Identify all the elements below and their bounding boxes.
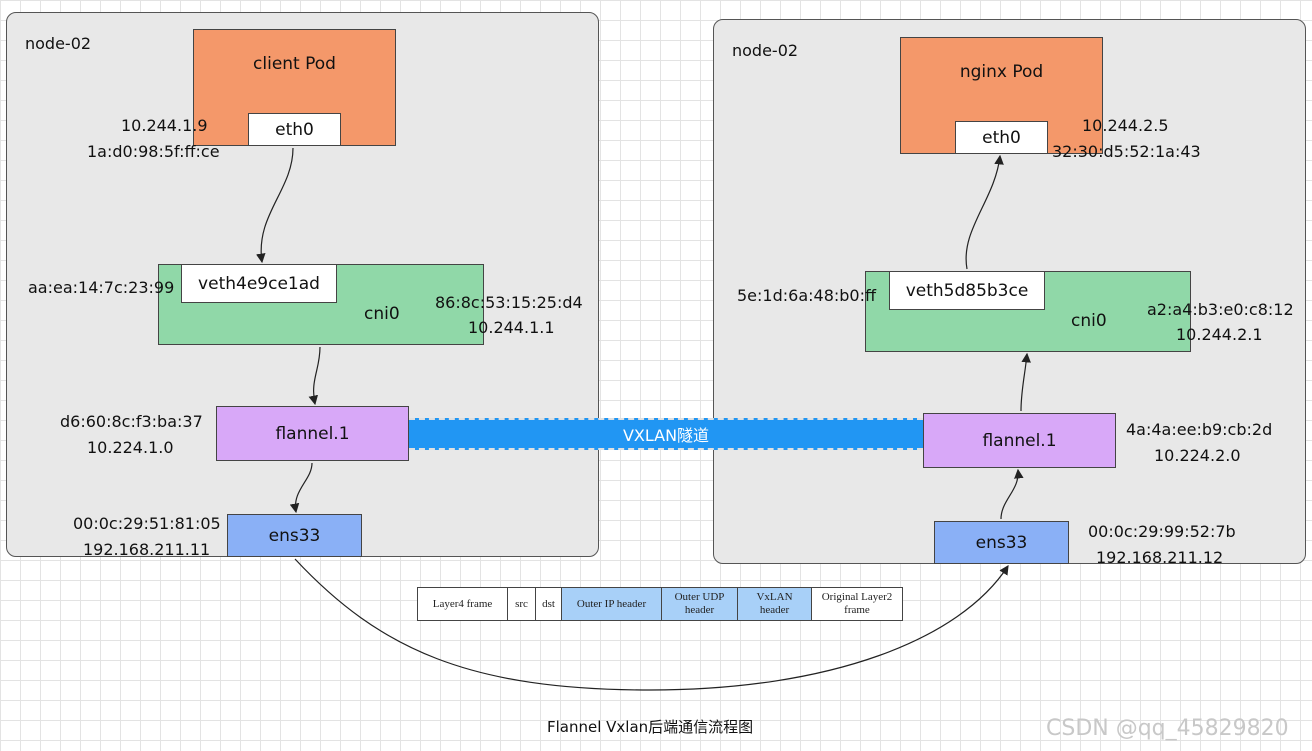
packet-header-cell: Original Layer2 frame [821,591,893,616]
vxlan-tunnel: VXLAN隧道 [409,418,923,450]
packet-header-cell: src [508,588,536,620]
right-cni0-label: cni0 [1071,311,1107,331]
left-cni0-mac: 86:8c:53:15:25:d4 [435,293,583,312]
arrow-ens-to-flannel-right [1000,468,1024,520]
left-flannel-label: flannel.1 [275,423,350,444]
left-node-title: node-02 [25,34,92,53]
nginx-pod-eth0[interactable]: eth0 [955,121,1048,154]
nginx-pod-label: nginx Pod [959,62,1044,82]
right-veth-mac: 5e:1d:6a:48:b0:ff [737,286,877,305]
client-pod-label: client Pod [253,54,336,74]
packet-header-cell: Outer UDP header [662,588,738,620]
right-veth[interactable]: veth5d85b3ce [889,271,1045,310]
left-flannel-interface[interactable]: flannel.1 [216,406,409,461]
left-ens33-label: ens33 [268,525,321,546]
vxlan-tunnel-label: VXLAN隧道 [622,426,710,445]
left-cni0-label: cni0 [364,304,400,324]
arrow-veth-to-eth0-right [965,154,1004,270]
arrow-eth0-to-veth-left [256,147,294,264]
right-cni0-mac: a2:a4:b3:e0:c8:12 [1147,300,1294,319]
right-flannel-label: flannel.1 [982,430,1057,451]
left-veth[interactable]: veth4e9ce1ad [181,264,337,303]
right-ens33-mac: 00:0c:29:99:52:7b [1088,522,1236,541]
nginx-pod-mac: 32:30:d5:52:1a:43 [1052,142,1201,161]
packet-header-cell: Outer IP header [562,588,662,620]
left-flannel-ip: 10.224.1.0 [87,438,174,457]
arrow-flannel-to-ens-left [289,462,313,514]
diagram-caption: Flannel Vxlan后端通信流程图 [547,718,754,736]
right-ens33-ip: 192.168.211.12 [1096,548,1224,567]
nginx-eth0-label: eth0 [982,127,1021,148]
right-flannel-ip: 10.224.2.0 [1154,446,1241,465]
client-pod-mac: 1a:d0:98:5f:ff:ce [87,142,220,161]
left-flannel-mac: d6:60:8c:f3:ba:37 [60,412,203,431]
arrow-flannel-to-cni-right [1020,352,1031,412]
right-flannel-mac: 4a:4a:ee:b9:cb:2d [1126,420,1273,439]
client-pod-ip: 10.244.1.9 [121,116,208,135]
right-flannel-interface[interactable]: flannel.1 [923,413,1116,468]
right-node-title: node-02 [732,41,799,60]
watermark: CSDN @qq_45829820 [1046,716,1289,741]
client-eth0-label: eth0 [275,119,314,140]
left-ens33-interface[interactable]: ens33 [227,514,362,557]
arrow-cni-to-flannel-left [308,346,321,406]
right-cni0-ip: 10.244.2.1 [1176,325,1263,344]
right-ens33-interface[interactable]: ens33 [934,521,1069,564]
right-veth-label: veth5d85b3ce [905,280,1029,301]
left-ens33-mac: 00:0c:29:51:81:05 [73,514,221,533]
left-ens33-ip: 192.168.211.11 [83,540,211,559]
left-veth-mac: aa:ea:14:7c:23:99 [28,278,175,297]
left-cni0-ip: 10.244.1.1 [468,318,555,337]
packet-header-cell: Layer4 frame [418,588,508,620]
arrow-ens-to-ens-underlay [294,558,1009,691]
left-veth-label: veth4e9ce1ad [198,273,320,294]
packet-header-cell: VxLAN header [738,588,812,620]
nginx-pod-ip: 10.244.2.5 [1082,116,1169,135]
right-ens33-label: ens33 [975,532,1028,553]
packet-header-cell: dst [536,588,562,620]
client-pod-eth0[interactable]: eth0 [248,113,341,146]
